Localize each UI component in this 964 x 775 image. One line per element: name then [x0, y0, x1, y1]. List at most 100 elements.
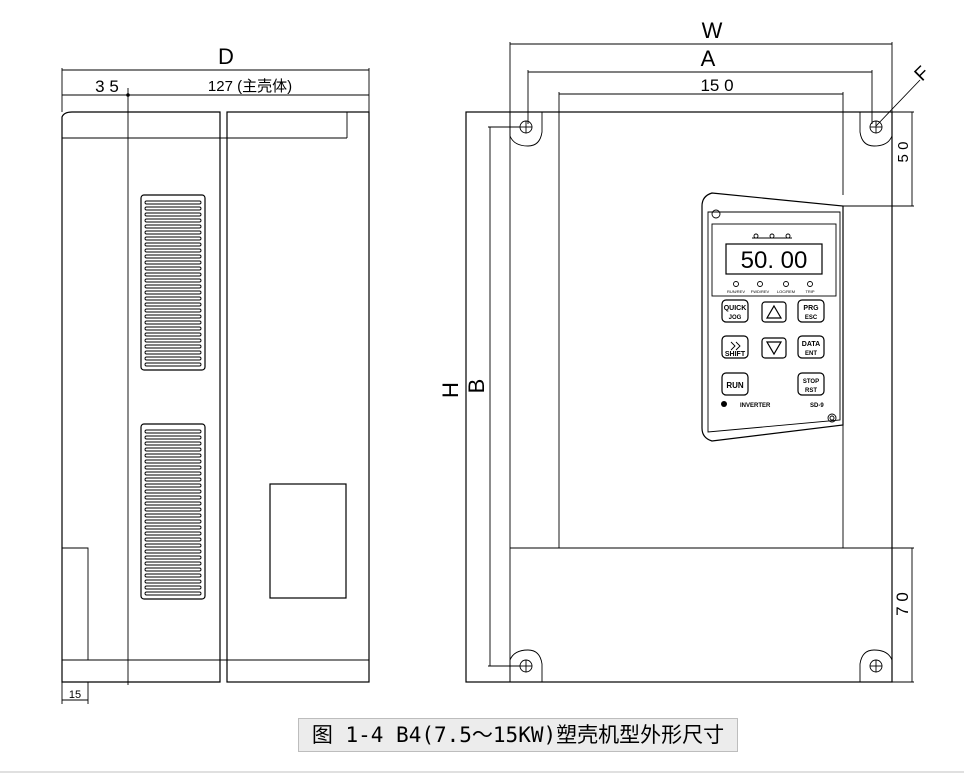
- dim-W: W: [702, 18, 723, 43]
- stop-rst-button[interactable]: [797, 372, 825, 396]
- vent-slat: [144, 459, 202, 464]
- vent-slat: [144, 525, 202, 530]
- vent-slat: [144, 272, 202, 277]
- bottom-rule: [0, 771, 964, 773]
- vent-slat: [144, 465, 202, 470]
- vent-slat: [144, 302, 202, 307]
- dim-D: D: [218, 44, 234, 69]
- led-run: RUN/REV: [727, 289, 745, 294]
- double-chevron-icon: [730, 341, 741, 351]
- vent-slat: [144, 206, 202, 211]
- quick-jog-button[interactable]: [721, 299, 749, 323]
- vent-slat: [144, 260, 202, 265]
- dim-F: F: [911, 62, 934, 85]
- vent-slat: [144, 236, 202, 241]
- vent-slat: [144, 507, 202, 512]
- vent-slat: [144, 501, 202, 506]
- dim-35: 3 5: [95, 77, 119, 96]
- vent-slat: [144, 435, 202, 440]
- vent-slat: [144, 537, 202, 542]
- svg-text:STOP: STOP: [803, 379, 819, 385]
- vent-upper: [140, 194, 206, 371]
- dim-H: H: [438, 382, 463, 398]
- down-button[interactable]: [761, 337, 787, 359]
- vent-slat: [144, 212, 202, 217]
- svg-text:RUN: RUN: [726, 381, 744, 390]
- vent-slat: [144, 513, 202, 518]
- vent-slat: [144, 555, 202, 560]
- vent-lower: [140, 423, 206, 600]
- vent-slat: [144, 531, 202, 536]
- svg-text:RST: RST: [805, 388, 817, 394]
- vent-slat: [144, 266, 202, 271]
- dim-A: A: [701, 46, 716, 71]
- vent-slat: [144, 441, 202, 446]
- shift-button[interactable]: [721, 335, 749, 359]
- keypad-brand: INVERTER: [740, 403, 771, 409]
- vent-slat: [144, 308, 202, 313]
- front-view: W A 15 0 F: [438, 18, 934, 683]
- vent-slat: [144, 332, 202, 337]
- vent-slat: [144, 200, 202, 205]
- vent-slat: [144, 296, 202, 301]
- dim-B: B: [464, 379, 489, 394]
- vent-slat: [144, 477, 202, 482]
- cable-window: [269, 483, 347, 599]
- vent-slat: [144, 242, 202, 247]
- vent-slat: [144, 549, 202, 554]
- dim-70: 7 0: [893, 592, 912, 616]
- svg-text:SHIFT: SHIFT: [725, 351, 746, 358]
- vent-slat: [144, 326, 202, 331]
- vent-slat: [144, 585, 202, 590]
- vent-slat: [144, 218, 202, 223]
- keypad-model: SD-9: [810, 403, 824, 409]
- vent-slat: [144, 519, 202, 524]
- svg-text:DATA: DATA: [802, 341, 820, 348]
- dim-150: 15 0: [700, 76, 733, 95]
- svg-text:JOG: JOG: [729, 315, 742, 321]
- vent-slat: [144, 591, 202, 596]
- svg-text:ENT: ENT: [805, 351, 817, 357]
- vent-slat: [144, 483, 202, 488]
- vent-slat: [144, 344, 202, 349]
- data-ent-button[interactable]: [797, 335, 825, 359]
- dim-50: 5 0: [895, 142, 912, 163]
- vent-slat: [144, 320, 202, 325]
- vent-slat: [144, 567, 202, 572]
- vent-slat: [144, 495, 202, 500]
- figure-caption: 图 1-4 B4(7.5～15KW)塑壳机型外形尺寸: [298, 718, 738, 752]
- svg-text:QUICK: QUICK: [724, 305, 747, 312]
- svg-text:PRG: PRG: [803, 305, 819, 312]
- vent-slat: [144, 350, 202, 355]
- led-loc: LOC/REM: [777, 289, 795, 294]
- down-arrow-icon: [765, 341, 783, 356]
- vent-slat: [144, 561, 202, 566]
- vent-slat: [144, 314, 202, 319]
- svg-text:ESC: ESC: [805, 315, 818, 321]
- up-arrow-icon: [765, 304, 783, 319]
- vent-slat: [144, 471, 202, 476]
- vent-slat: [144, 579, 202, 584]
- vent-slat: [144, 447, 202, 452]
- vent-slat: [144, 290, 202, 295]
- keypad-display: 50. 00: [741, 247, 808, 274]
- vent-slat: [144, 254, 202, 259]
- vent-slat: [144, 362, 202, 367]
- vent-slat: [144, 248, 202, 253]
- run-button[interactable]: [721, 372, 749, 396]
- vent-slat: [144, 489, 202, 494]
- led-fwd: FWD/REV: [751, 289, 770, 294]
- vent-slat: [144, 543, 202, 548]
- vent-slat: [144, 429, 202, 434]
- vent-slat: [144, 230, 202, 235]
- up-button[interactable]: [761, 301, 787, 323]
- vent-slat: [144, 224, 202, 229]
- vent-slat: [144, 573, 202, 578]
- vent-slat: [144, 356, 202, 361]
- prg-esc-button[interactable]: [797, 299, 825, 323]
- keypad: 50. 00 RUN/REV FWD/REV LOC/REM TRIP QUIC…: [701, 192, 844, 442]
- vent-slat: [144, 284, 202, 289]
- vent-slat: [144, 278, 202, 283]
- dim-127: 127 (主壳体): [208, 78, 292, 95]
